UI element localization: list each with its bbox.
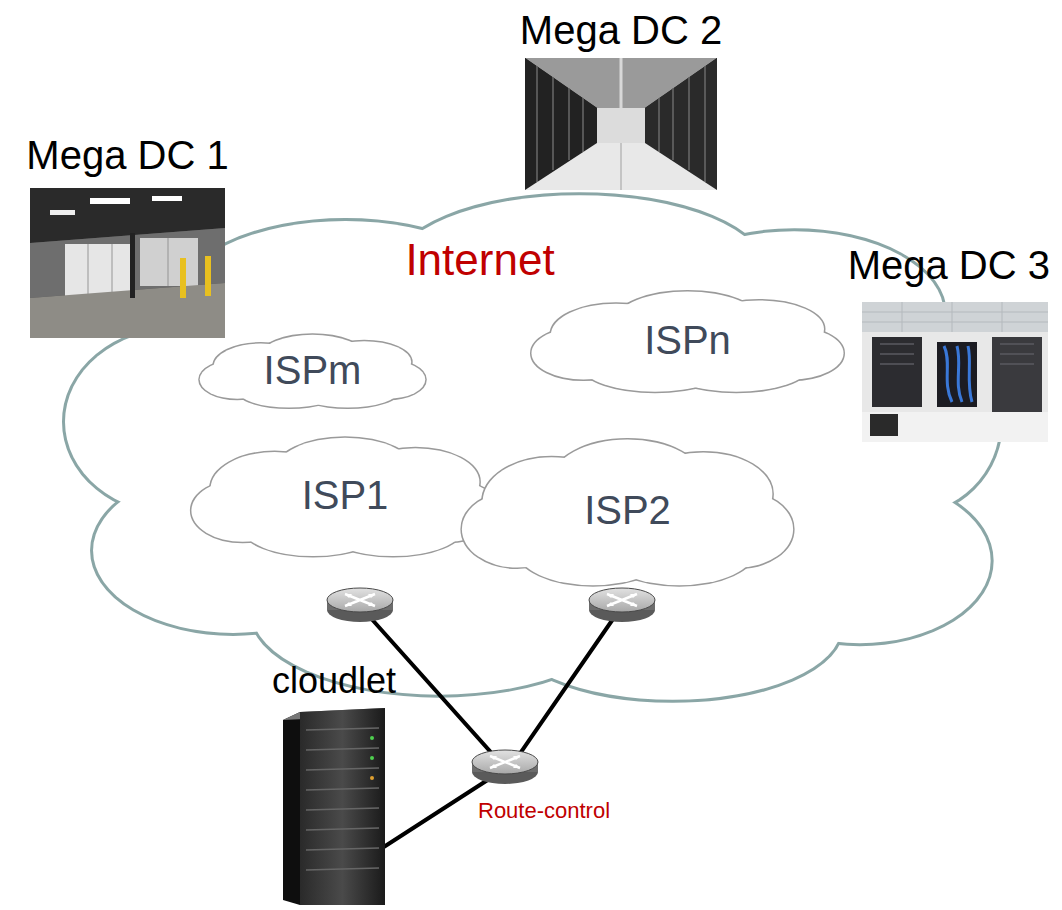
node-label: Mega DC 3 (848, 242, 1050, 288)
isp-cloud: ISPn (525, 285, 850, 395)
isp-cloud: ISP2 (455, 430, 800, 590)
node-label: cloudlet (272, 660, 396, 701)
server-icon (283, 708, 385, 905)
cloud-fill (532, 292, 844, 392)
isp-cloud: ISP1 (185, 430, 505, 560)
node-label: ISPn (644, 317, 731, 363)
router-icon (472, 750, 538, 784)
router-icon (327, 588, 393, 622)
cloud-fill (191, 438, 498, 556)
node-label: Mega DC 1 (26, 132, 228, 178)
node-label: Internet (405, 235, 554, 286)
label-anchor: Route-control (478, 798, 610, 823)
node-label: ISP2 (584, 487, 671, 533)
link-label: Route-control (478, 798, 610, 823)
datacenter-photo (862, 302, 1048, 442)
node-label: ISP1 (302, 472, 389, 518)
cloud-fill (200, 335, 426, 408)
node-label: ISPm (264, 347, 362, 393)
cloud-fill (462, 440, 793, 586)
isp-cloud: ISPm (195, 330, 430, 410)
router-icon (589, 588, 655, 622)
cloud-stroke (532, 292, 844, 392)
node-label: Mega DC 2 (520, 7, 722, 53)
cloud-stroke (191, 438, 498, 556)
datacenter-photo (30, 188, 225, 338)
datacenter-photo (525, 58, 717, 190)
cloud-stroke (200, 335, 426, 408)
cloud-stroke (462, 440, 793, 586)
